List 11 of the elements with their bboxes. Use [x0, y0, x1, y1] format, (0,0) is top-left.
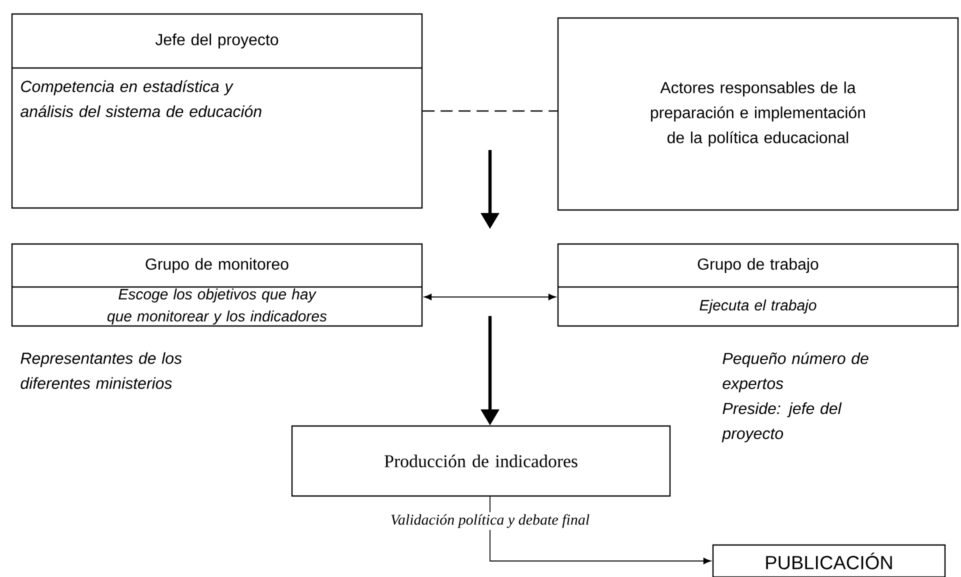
arrow: [490, 496, 712, 564]
arrow: [424, 294, 556, 300]
edge-label: Validación política y debate final: [388, 512, 592, 530]
side-note: Representantes de los diferentes ministerios: [20, 352, 182, 389]
process-box: Actores responsables de la preparación e implementación de la política educacional: [557, 17, 959, 211]
process-box: PUBLICACIÓN: [712, 544, 946, 577]
side-note: Pequeño número de expertos Preside: jefe del proyecto: [722, 352, 868, 442]
process-box: Producción de indicadores: [291, 425, 671, 497]
titled-box: Grupo de trabajo Ejecuta el trabajo: [557, 243, 959, 327]
titled-box: Grupo de monitoreo Escoge los objetivos que hay que monitorear y los indicadores: [11, 243, 423, 327]
titled-box: Jefe del proyecto Competencia en estadística y análisis del sistema de educación: [11, 13, 423, 209]
